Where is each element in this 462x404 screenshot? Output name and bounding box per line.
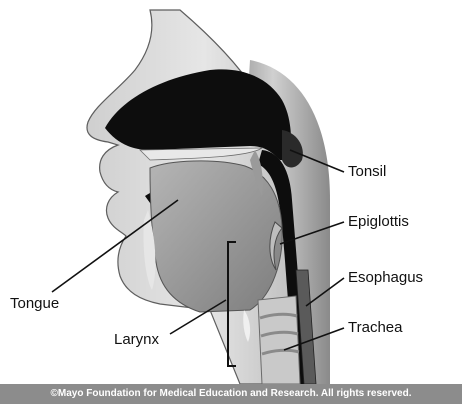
esophagus-label: Esophagus: [348, 270, 423, 285]
tonsil-label: Tonsil: [348, 164, 386, 179]
trachea-tube: [258, 296, 300, 384]
trachea-label: Trachea: [348, 320, 402, 335]
epiglottis-label: Epiglottis: [348, 214, 409, 229]
larynx-label: Larynx: [114, 332, 159, 347]
copyright-footer: ©Mayo Foundation for Medical Education a…: [0, 384, 462, 404]
tongue-label: Tongue: [10, 296, 59, 311]
